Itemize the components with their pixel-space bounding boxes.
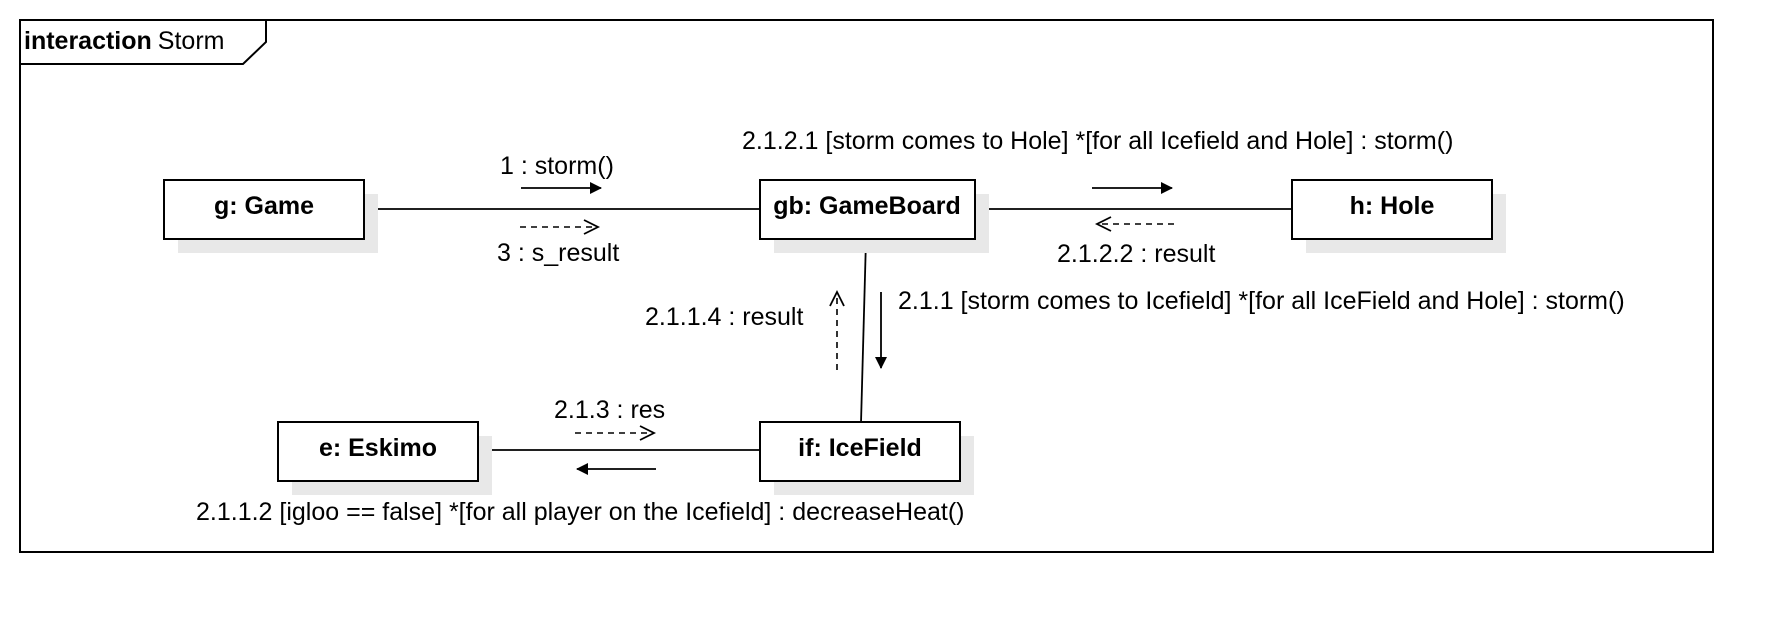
- label-m1: 1 : storm(): [500, 152, 614, 180]
- node-hole-label: h: Hole: [1350, 192, 1435, 220]
- label-m2114: 2.1.1.4 : result: [645, 303, 803, 331]
- node-eskimo-label: e: Eskimo: [319, 434, 437, 462]
- node-icefield-label: if: IceField: [798, 434, 922, 462]
- node-gameboard-label: gb: GameBoard: [773, 192, 961, 220]
- node-eskimo: e: Eskimo: [277, 421, 492, 495]
- label-m211: 2.1.1 [storm comes to Icefield] *[for al…: [898, 287, 1625, 315]
- frame-tab: [19, 19, 267, 65]
- node-gameboard: gb: GameBoard: [759, 179, 989, 253]
- arrowhead-m3: [583, 219, 601, 235]
- label-m3: 3 : s_result: [497, 239, 619, 267]
- arrowhead-m2114: [829, 289, 845, 307]
- label-m2121: 2.1.2.1 [storm comes to Hole] *[for all …: [742, 127, 1453, 155]
- arrowhead-m213: [639, 425, 657, 441]
- label-m213: 2.1.3 : res: [554, 396, 665, 424]
- node-icefield: if: IceField: [759, 421, 974, 495]
- arrowhead-m2122: [1094, 216, 1112, 232]
- node-hole: h: Hole: [1291, 179, 1506, 253]
- label-m2112: 2.1.1.2 [igloo == false] *[for all playe…: [196, 498, 965, 526]
- node-game-label: g: Game: [214, 192, 314, 220]
- node-game: g: Game: [163, 179, 378, 253]
- label-m2122: 2.1.2.2 : result: [1057, 240, 1215, 268]
- link-gameboard-icefield: [860, 238, 867, 424]
